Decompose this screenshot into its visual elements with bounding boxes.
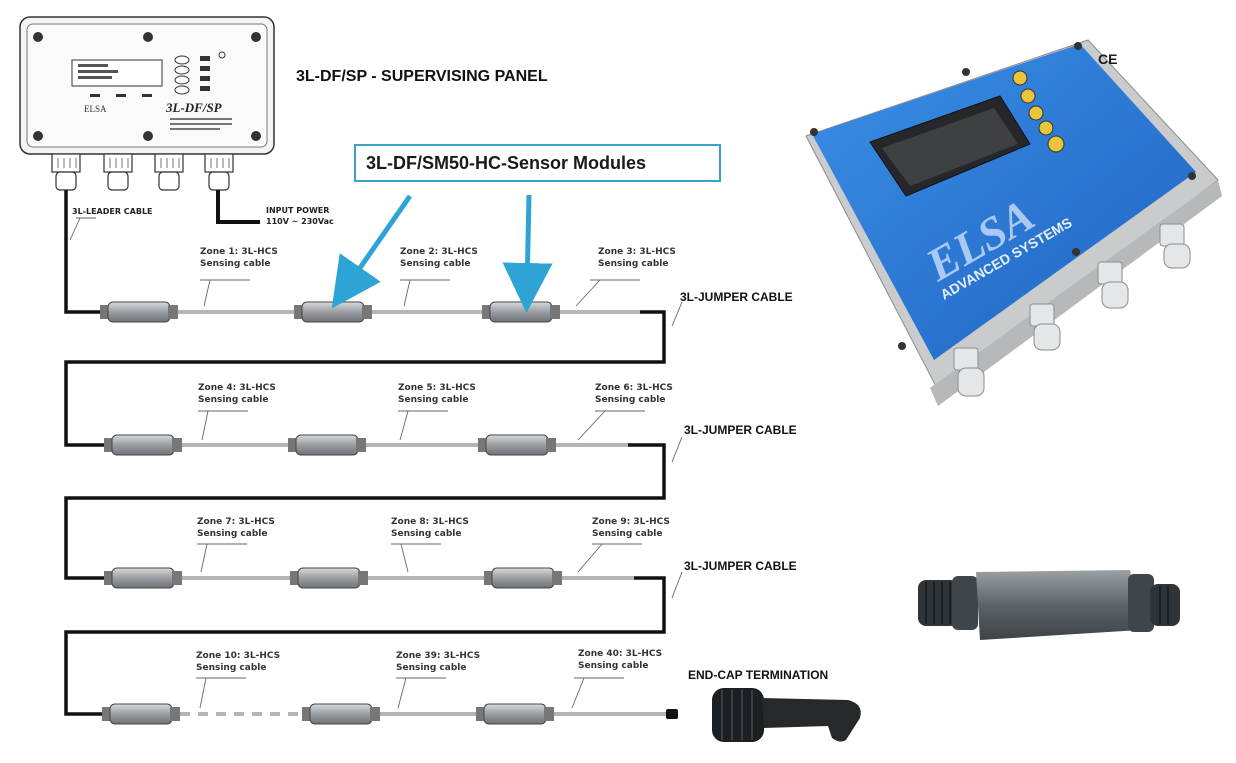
zone-label: Zone 4: 3L-HCS Sensing cable xyxy=(198,382,276,406)
jumper-cable-label-2: 3L-JUMPER CABLE xyxy=(684,423,797,437)
sensor-module-arrows xyxy=(331,194,553,313)
zone-sub: Sensing cable xyxy=(398,395,469,405)
end-cap-label: END-CAP TERMINATION xyxy=(688,668,829,682)
panel-brand-small: ELSA xyxy=(84,104,107,114)
zone-sub: Sensing cable xyxy=(198,395,269,405)
zone-label: Zone 7: 3L-HCS Sensing cable xyxy=(197,516,275,540)
zone-sub: Sensing cable xyxy=(200,259,271,269)
zone-title: Zone 4: 3L-HCS xyxy=(198,383,276,393)
zone-label: Zone 2: 3L-HCS Sensing cable xyxy=(400,246,478,270)
zone-sub: Sensing cable xyxy=(592,529,663,539)
sensor-modules-text: 3L-DF/SM50-HC-Sensor Modules xyxy=(366,152,647,173)
zone-label: Zone 9: 3L-HCS Sensing cable xyxy=(592,516,670,540)
jumper-cable-label-3: 3L-JUMPER CABLE xyxy=(684,559,797,573)
zone-label: Zone 1: 3L-HCS Sensing cable xyxy=(200,246,278,270)
zone-label: Zone 3: 3L-HCS Sensing cable xyxy=(598,246,676,270)
supervising-panel-title: 3L-DF/SP - SUPERVISING PANEL xyxy=(296,68,548,85)
sensing-cable-segments xyxy=(178,310,668,716)
dark-cable-path xyxy=(64,190,666,716)
zone-sub: Sensing cable xyxy=(396,663,467,673)
zone-title: Zone 9: 3L-HCS xyxy=(592,517,670,527)
panel-photo: CE ELSA ADVANCED SYSTEMS xyxy=(805,39,1222,406)
svg-text:CE: CE xyxy=(1098,51,1117,67)
zone-title: Zone 10: 3L-HCS xyxy=(196,651,281,661)
zone-label: Zone 39: 3L-HCS Sensing cable xyxy=(396,650,480,674)
input-power-voltage: 110V ~ 230Vac xyxy=(266,217,334,226)
zone-title: Zone 7: 3L-HCS xyxy=(197,517,275,527)
panel-model-text: 3L-DF/SP xyxy=(165,100,223,115)
zone-title: Zone 8: 3L-HCS xyxy=(391,517,469,527)
supervising-panel-drawing: ELSA 3L-DF/SP xyxy=(19,16,275,191)
zone-title: Zone 3: 3L-HCS xyxy=(598,247,676,257)
zone-title: Zone 1: 3L-HCS xyxy=(200,247,278,257)
zone-sub: Sensing cable xyxy=(391,529,462,539)
zone-title: Zone 2: 3L-HCS xyxy=(400,247,478,257)
zone-title: Zone 6: 3L-HCS xyxy=(595,383,673,393)
zone-sub: Sensing cable xyxy=(595,395,666,405)
zone-sub: Sensing cable xyxy=(598,259,669,269)
zone-sub: Sensing cable xyxy=(197,529,268,539)
zone-label: Zone 6: 3L-HCS Sensing cable xyxy=(595,382,673,406)
zone-sub: Sensing cable xyxy=(400,259,471,269)
zone-label: Zone 5: 3L-HCS Sensing cable xyxy=(398,382,476,406)
leader-cable-label: 3L-LEADER CABLE xyxy=(72,207,153,216)
sensor-modules-label: 3L-DF/SM50-HC-Sensor Modules xyxy=(354,144,721,182)
sensor-modules xyxy=(100,301,562,725)
input-power-cable xyxy=(216,190,260,224)
zone-label: Zone 8: 3L-HCS Sensing cable xyxy=(391,516,469,540)
zone-sub: Sensing cable xyxy=(196,663,267,673)
zone-label: Zone 40: 3L-HCS Sensing cable xyxy=(578,648,662,672)
zone-label: Zone 10: 3L-HCS Sensing cable xyxy=(196,650,280,674)
zone-title: Zone 39: 3L-HCS xyxy=(396,651,481,661)
input-power-label: INPUT POWER xyxy=(266,206,330,215)
end-cap-photo xyxy=(712,688,861,742)
zone-leader-lines xyxy=(69,217,683,709)
end-cap-tip xyxy=(666,709,678,719)
zone-title: Zone 40: 3L-HCS xyxy=(578,649,663,659)
sensor-module-photo xyxy=(918,570,1180,640)
zone-title: Zone 5: 3L-HCS xyxy=(398,383,476,393)
jumper-cable-label-1: 3L-JUMPER CABLE xyxy=(680,290,793,304)
zone-sub: Sensing cable xyxy=(578,661,649,671)
